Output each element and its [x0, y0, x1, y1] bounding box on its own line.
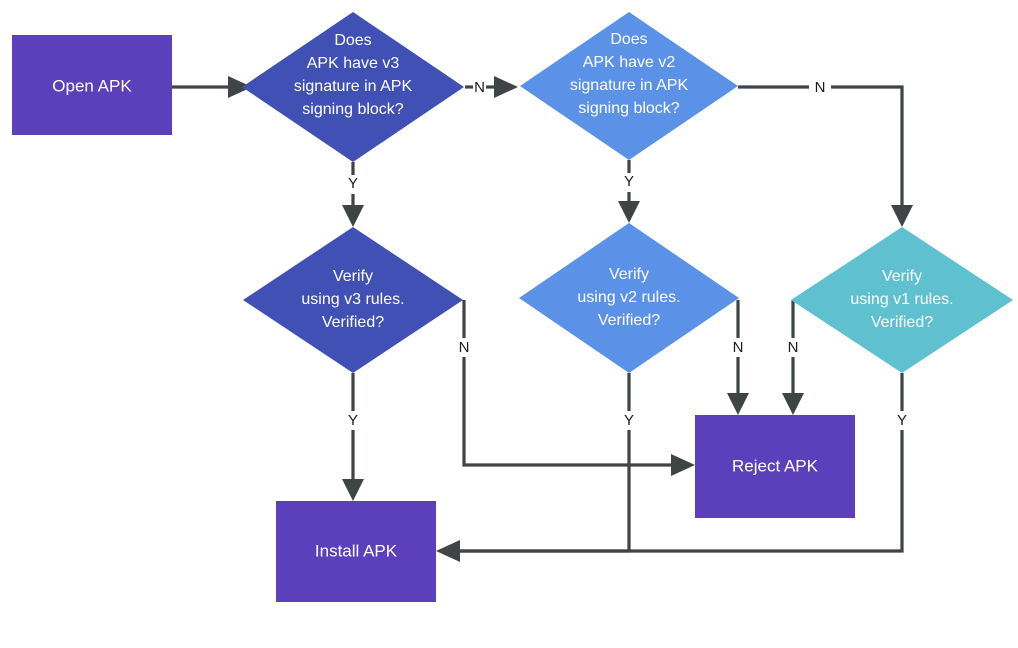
- edge-label-no: N: [459, 339, 470, 356]
- node-label-line-1: Does: [610, 31, 647, 48]
- node-reject-apk[interactable]: Reject APK: [695, 415, 855, 518]
- edge-label-no: N: [474, 79, 485, 96]
- edge-label-no: N: [815, 79, 826, 96]
- edge-has-v2-no-to-verify-v1: N: [738, 79, 913, 227]
- node-open-apk[interactable]: Open APK: [12, 35, 172, 135]
- node-label-line-1: Verify: [882, 268, 922, 285]
- node-label-open-apk: Open APK: [52, 76, 132, 95]
- node-label-line-3: Verified?: [871, 314, 933, 331]
- node-has-v2-signature[interactable]: Does APK have v2 signature in APK signin…: [520, 12, 738, 160]
- node-label-line-3: Verified?: [598, 312, 660, 329]
- arrow-head-icon: [671, 454, 695, 476]
- edge-label-yes: Y: [624, 412, 634, 429]
- decision-diamond[interactable]: [242, 12, 464, 162]
- node-label-line-2: using v1 rules.: [850, 291, 953, 308]
- arrow-head-icon: [891, 205, 913, 227]
- arrow-head-icon: [228, 76, 252, 98]
- edge-has-v3-no-to-has-v2: N: [465, 76, 518, 98]
- node-label-line-3: signature in APK: [294, 78, 413, 95]
- node-label-line-1: Does: [334, 32, 371, 49]
- edge-verify-v1-no-to-reject-apk: N: [782, 300, 804, 415]
- edge-line-bottom: [462, 357, 671, 467]
- arrow-head-icon: [782, 393, 804, 415]
- edge-verify-v2-yes-to-install-apk: Y: [436, 373, 634, 562]
- node-label-line-2: using v2 rules.: [577, 289, 680, 306]
- edge-has-v3-yes-to-verify-v3: Y: [342, 162, 364, 227]
- edge-line-bottom: [460, 430, 631, 553]
- edge-label-no: N: [733, 339, 744, 356]
- arrow-head-icon: [436, 540, 460, 562]
- arrow-head-icon: [727, 393, 749, 415]
- decision-diamond[interactable]: [519, 223, 739, 373]
- edge-label-yes: Y: [348, 412, 358, 429]
- arrow-head-icon: [618, 201, 640, 223]
- edge-has-v2-yes-to-verify-v2: Y: [618, 160, 640, 223]
- node-label-line-3: signature in APK: [570, 77, 689, 94]
- process-box[interactable]: [12, 35, 172, 135]
- edge-verify-v2-no-to-reject-apk: N: [727, 300, 749, 415]
- node-label-line-3: Verified?: [322, 314, 384, 331]
- decision-diamond[interactable]: [243, 227, 463, 373]
- process-box[interactable]: [695, 415, 855, 518]
- node-has-v3-signature[interactable]: Does APK have v3 signature in APK signin…: [242, 12, 464, 162]
- node-install-apk[interactable]: Install APK: [276, 501, 436, 602]
- arrow-head-icon: [494, 76, 518, 98]
- decision-diamond[interactable]: [520, 12, 738, 160]
- arrow-head-icon: [342, 205, 364, 227]
- edge-label-yes: Y: [348, 175, 358, 192]
- node-verify-v2-rules[interactable]: Verify using v2 rules. Verified?: [519, 223, 739, 373]
- edge-label-yes: Y: [624, 173, 634, 190]
- node-label-line-4: signing block?: [578, 100, 680, 117]
- node-verify-v3-rules[interactable]: Verify using v3 rules. Verified?: [243, 227, 463, 373]
- edge-line-bottom: [460, 430, 904, 553]
- node-label-line-2: APK have v2: [583, 54, 676, 71]
- edge-label-yes: Y: [897, 412, 907, 429]
- arrow-head-icon: [342, 479, 364, 501]
- edge-verify-v1-yes-to-install-apk: Y: [460, 373, 907, 553]
- node-label-line-1: Verify: [609, 266, 649, 283]
- edge-verify-v3-no-to-reject-apk: N: [459, 300, 695, 476]
- node-label-line-1: Verify: [333, 268, 373, 285]
- decision-diamond[interactable]: [791, 227, 1013, 373]
- edge-label-no: N: [788, 339, 799, 356]
- edge-line-b: [831, 85, 904, 205]
- node-label-reject-apk: Reject APK: [732, 456, 819, 475]
- process-box[interactable]: [276, 501, 436, 602]
- edge-verify-v3-yes-to-install-apk: Y: [342, 373, 364, 501]
- node-verify-v1-rules[interactable]: Verify using v1 rules. Verified?: [791, 227, 1013, 373]
- node-label-line-2: APK have v3: [307, 55, 400, 72]
- node-label-line-2: using v3 rules.: [301, 291, 404, 308]
- node-label-install-apk: Install APK: [315, 541, 398, 560]
- node-label-line-4: signing block?: [302, 101, 404, 118]
- edge-open-apk-to-has-v3: [172, 76, 252, 98]
